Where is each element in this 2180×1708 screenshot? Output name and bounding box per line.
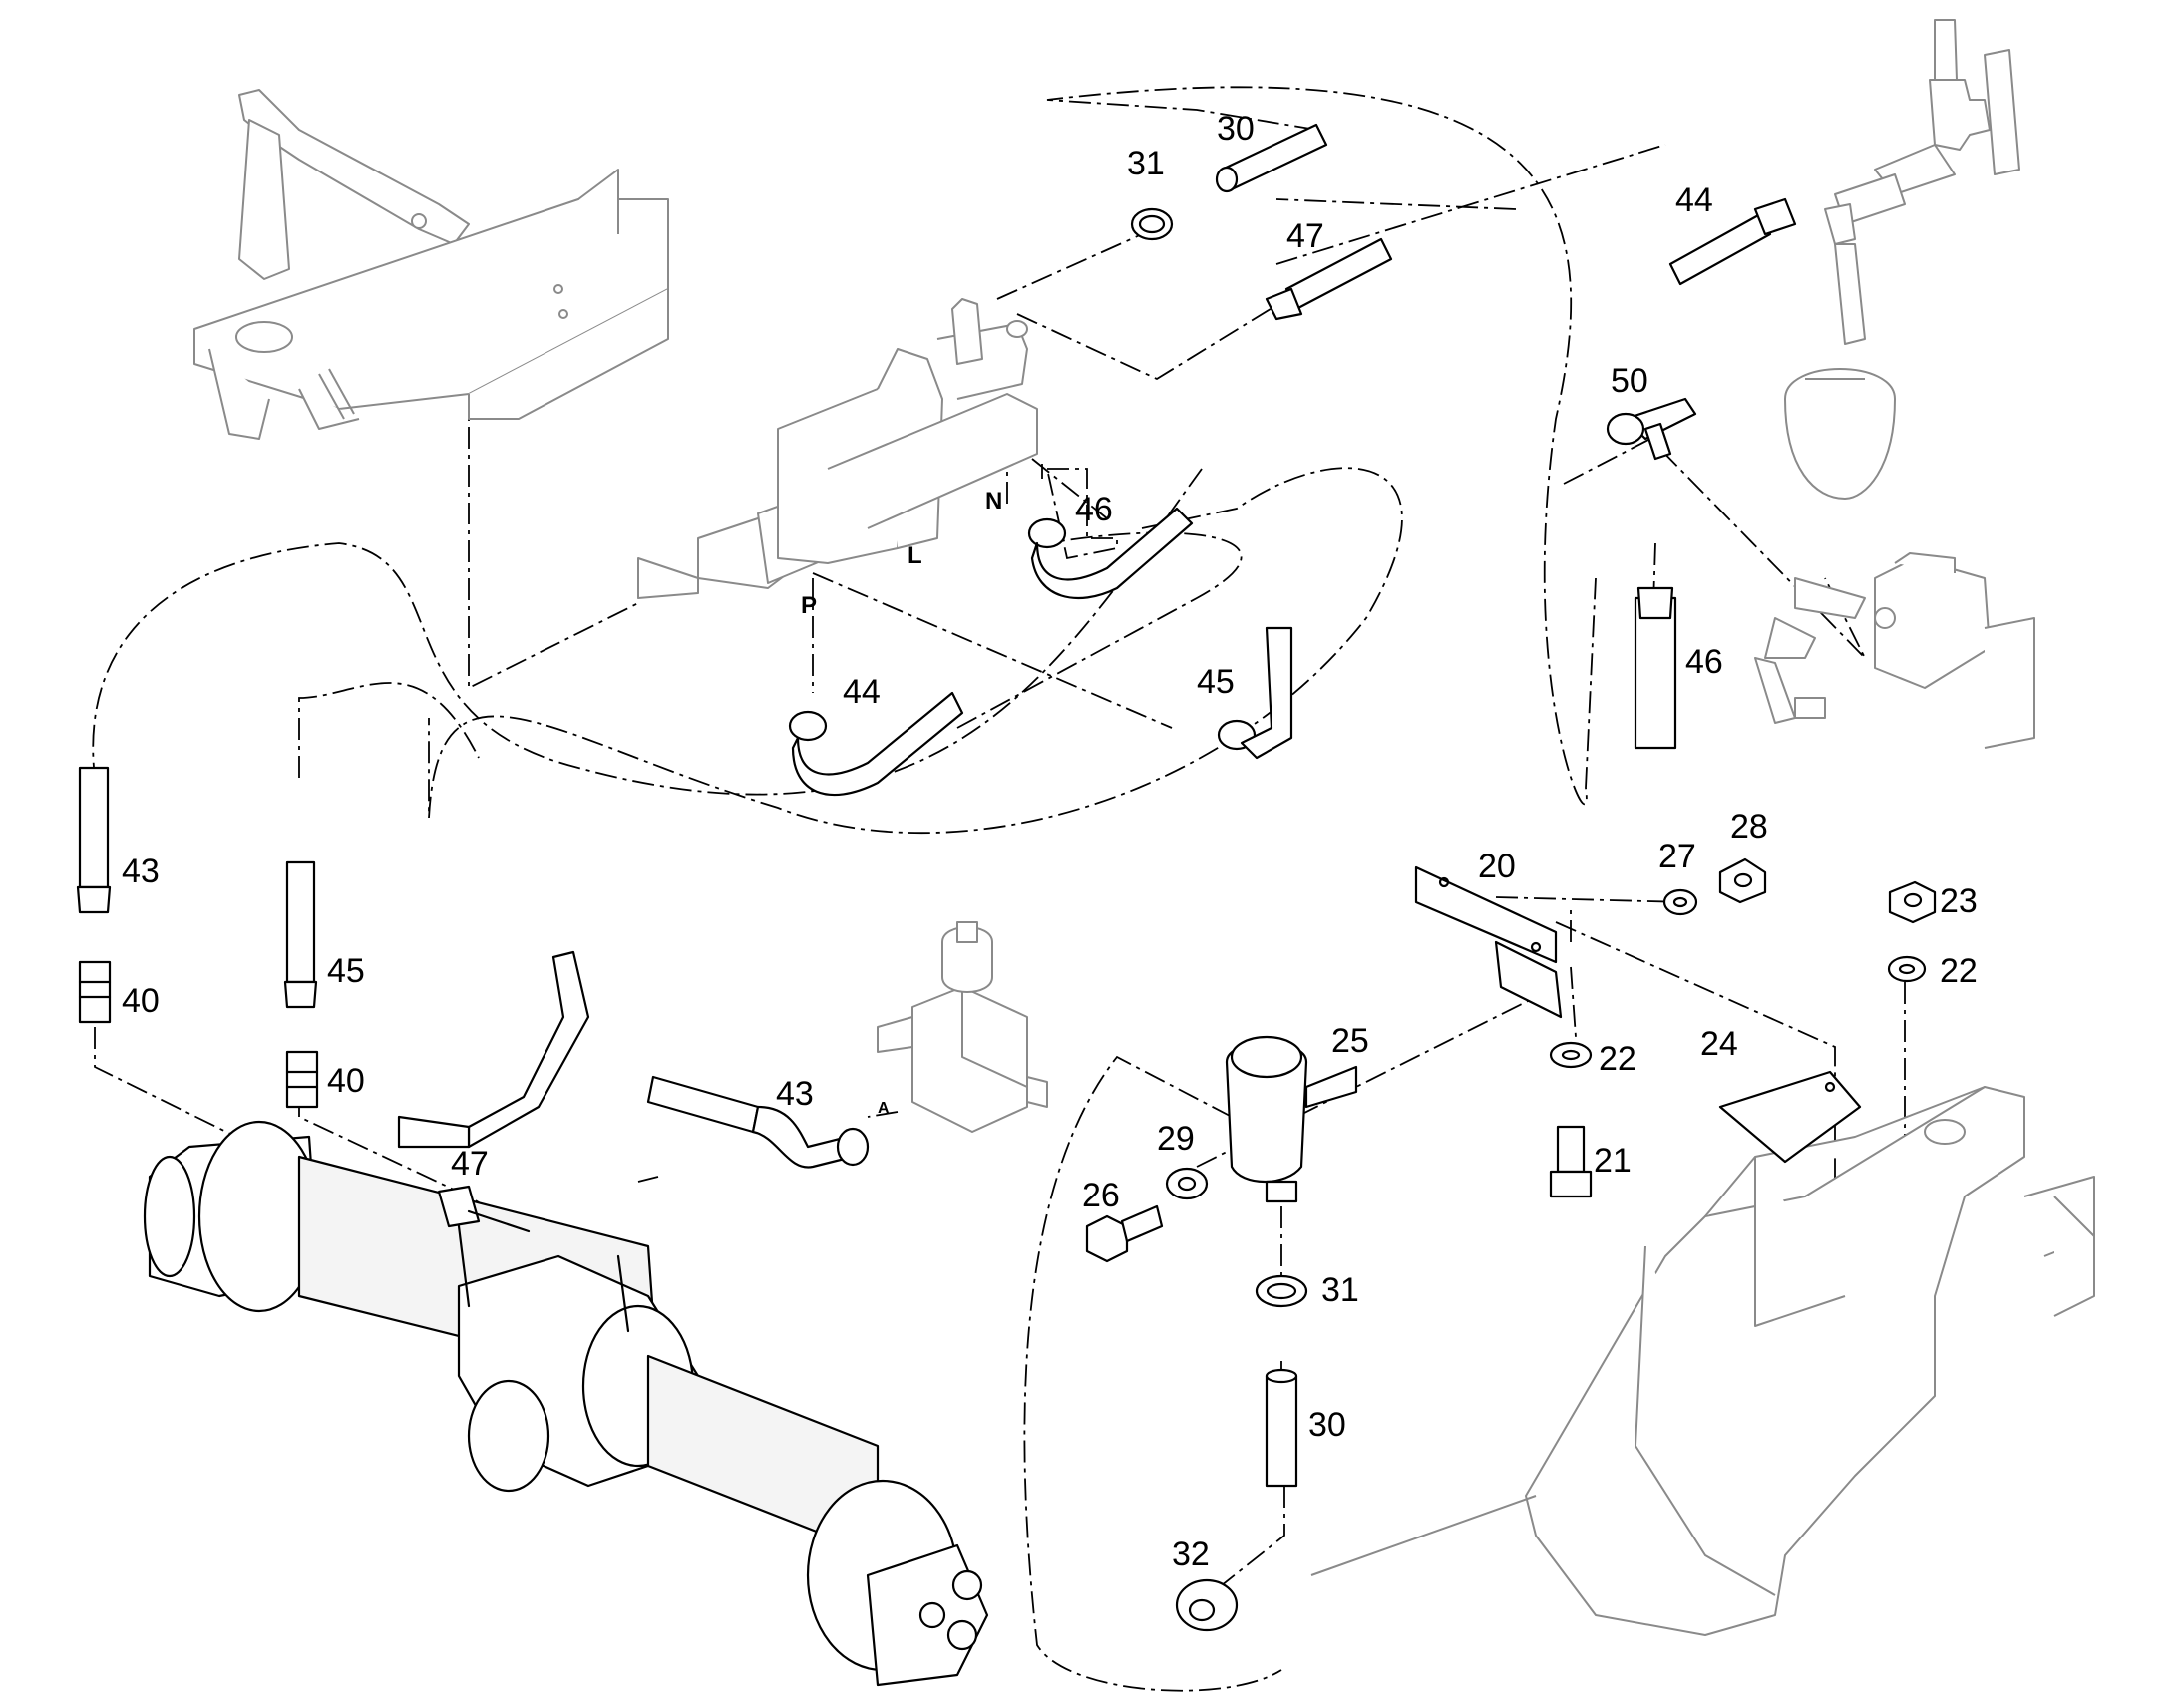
callout-46-right: 46 bbox=[1685, 643, 1723, 681]
hose-46-mid bbox=[1027, 507, 1194, 600]
callout-24: 24 bbox=[1700, 1025, 1738, 1063]
callout-30-bottom: 30 bbox=[1308, 1406, 1346, 1444]
hose-43-left bbox=[76, 766, 112, 914]
aux-valve-block bbox=[877, 921, 1048, 1133]
bracket-20 bbox=[1414, 865, 1563, 1019]
callout-32: 32 bbox=[1172, 1536, 1210, 1573]
callout-30-top: 30 bbox=[1217, 110, 1255, 148]
drive-axle bbox=[143, 1120, 989, 1687]
callout-28: 28 bbox=[1730, 808, 1768, 846]
callout-43-mid: 43 bbox=[776, 1075, 814, 1113]
callout-44-top: 44 bbox=[1675, 181, 1713, 219]
parts bbox=[76, 123, 1937, 1632]
callout-20: 20 bbox=[1478, 848, 1516, 885]
callout-43-left: 43 bbox=[122, 853, 160, 890]
callout-40-left: 40 bbox=[122, 982, 160, 1020]
callout-21: 21 bbox=[1594, 1142, 1632, 1180]
callout-31-top: 31 bbox=[1127, 145, 1165, 182]
hose-clamp-31-bottom bbox=[1255, 1274, 1308, 1308]
hose-44-mid bbox=[788, 691, 964, 797]
callout-22-mid: 22 bbox=[1599, 1040, 1636, 1078]
nut-28 bbox=[1718, 857, 1767, 904]
washer-22-mid bbox=[1549, 1041, 1593, 1069]
callout-22-right: 22 bbox=[1940, 952, 1978, 990]
bolt-26 bbox=[1085, 1204, 1164, 1263]
brake-master-cylinder bbox=[637, 298, 1038, 599]
hose-47-top bbox=[1265, 237, 1393, 321]
bolt-21 bbox=[1549, 1125, 1593, 1198]
accumulator-assembly bbox=[1784, 19, 2020, 500]
hose-45-mid bbox=[1217, 626, 1293, 760]
fuel-tank-chassis bbox=[1310, 1086, 2095, 1636]
callout-50: 50 bbox=[1611, 362, 1648, 400]
callout-25: 25 bbox=[1331, 1022, 1369, 1060]
port-label-l: L bbox=[908, 542, 922, 569]
valve-assembly-right bbox=[1754, 552, 2035, 749]
washer-29 bbox=[1165, 1167, 1209, 1200]
hose-47-bottom bbox=[397, 950, 590, 1233]
callout-31-bottom: 31 bbox=[1321, 1271, 1359, 1309]
callout-45-left: 45 bbox=[327, 952, 365, 990]
washer-22-right bbox=[1887, 955, 1927, 983]
callout-44-mid: 44 bbox=[843, 673, 881, 711]
hose-43-mid bbox=[646, 1075, 870, 1169]
tee-fitting-50 bbox=[1606, 397, 1697, 461]
hose-45-left bbox=[283, 860, 318, 1009]
callout-45-mid: 45 bbox=[1197, 663, 1235, 701]
callout-26: 26 bbox=[1082, 1177, 1120, 1214]
callout-labels: 31 30 47 44 50 46 46 44 45 43 40 45 40 4… bbox=[122, 110, 1978, 1573]
callout-40-mid: 40 bbox=[327, 1062, 365, 1100]
brake-pedal-assembly bbox=[193, 89, 669, 440]
hose-44-top bbox=[1668, 197, 1797, 286]
port-label-a: A bbox=[878, 1100, 890, 1117]
callout-29: 29 bbox=[1157, 1120, 1195, 1158]
adapter-40-left bbox=[78, 960, 112, 1024]
callout-47-top: 47 bbox=[1286, 217, 1324, 255]
callout-27: 27 bbox=[1658, 838, 1696, 875]
reservoir-25 bbox=[1225, 1035, 1358, 1203]
port-label-n: N bbox=[985, 488, 1002, 514]
nut-23 bbox=[1888, 880, 1937, 924]
cover-plate-24 bbox=[1718, 1070, 1862, 1164]
hose-clamp-31-top bbox=[1130, 207, 1174, 241]
hose-30-top bbox=[1215, 123, 1328, 193]
grommet-32 bbox=[1175, 1578, 1239, 1632]
adapter-40-mid bbox=[285, 1050, 319, 1109]
port-label-p: P bbox=[801, 592, 817, 619]
callout-46-mid: 46 bbox=[1075, 491, 1113, 528]
callout-23: 23 bbox=[1940, 882, 1978, 920]
port-labels: N L P A bbox=[801, 488, 1002, 1117]
hose-46-right bbox=[1634, 586, 1677, 750]
washer-27 bbox=[1662, 888, 1698, 916]
callout-47-bottom: 47 bbox=[451, 1145, 489, 1183]
hose-30-bottom bbox=[1265, 1368, 1298, 1488]
